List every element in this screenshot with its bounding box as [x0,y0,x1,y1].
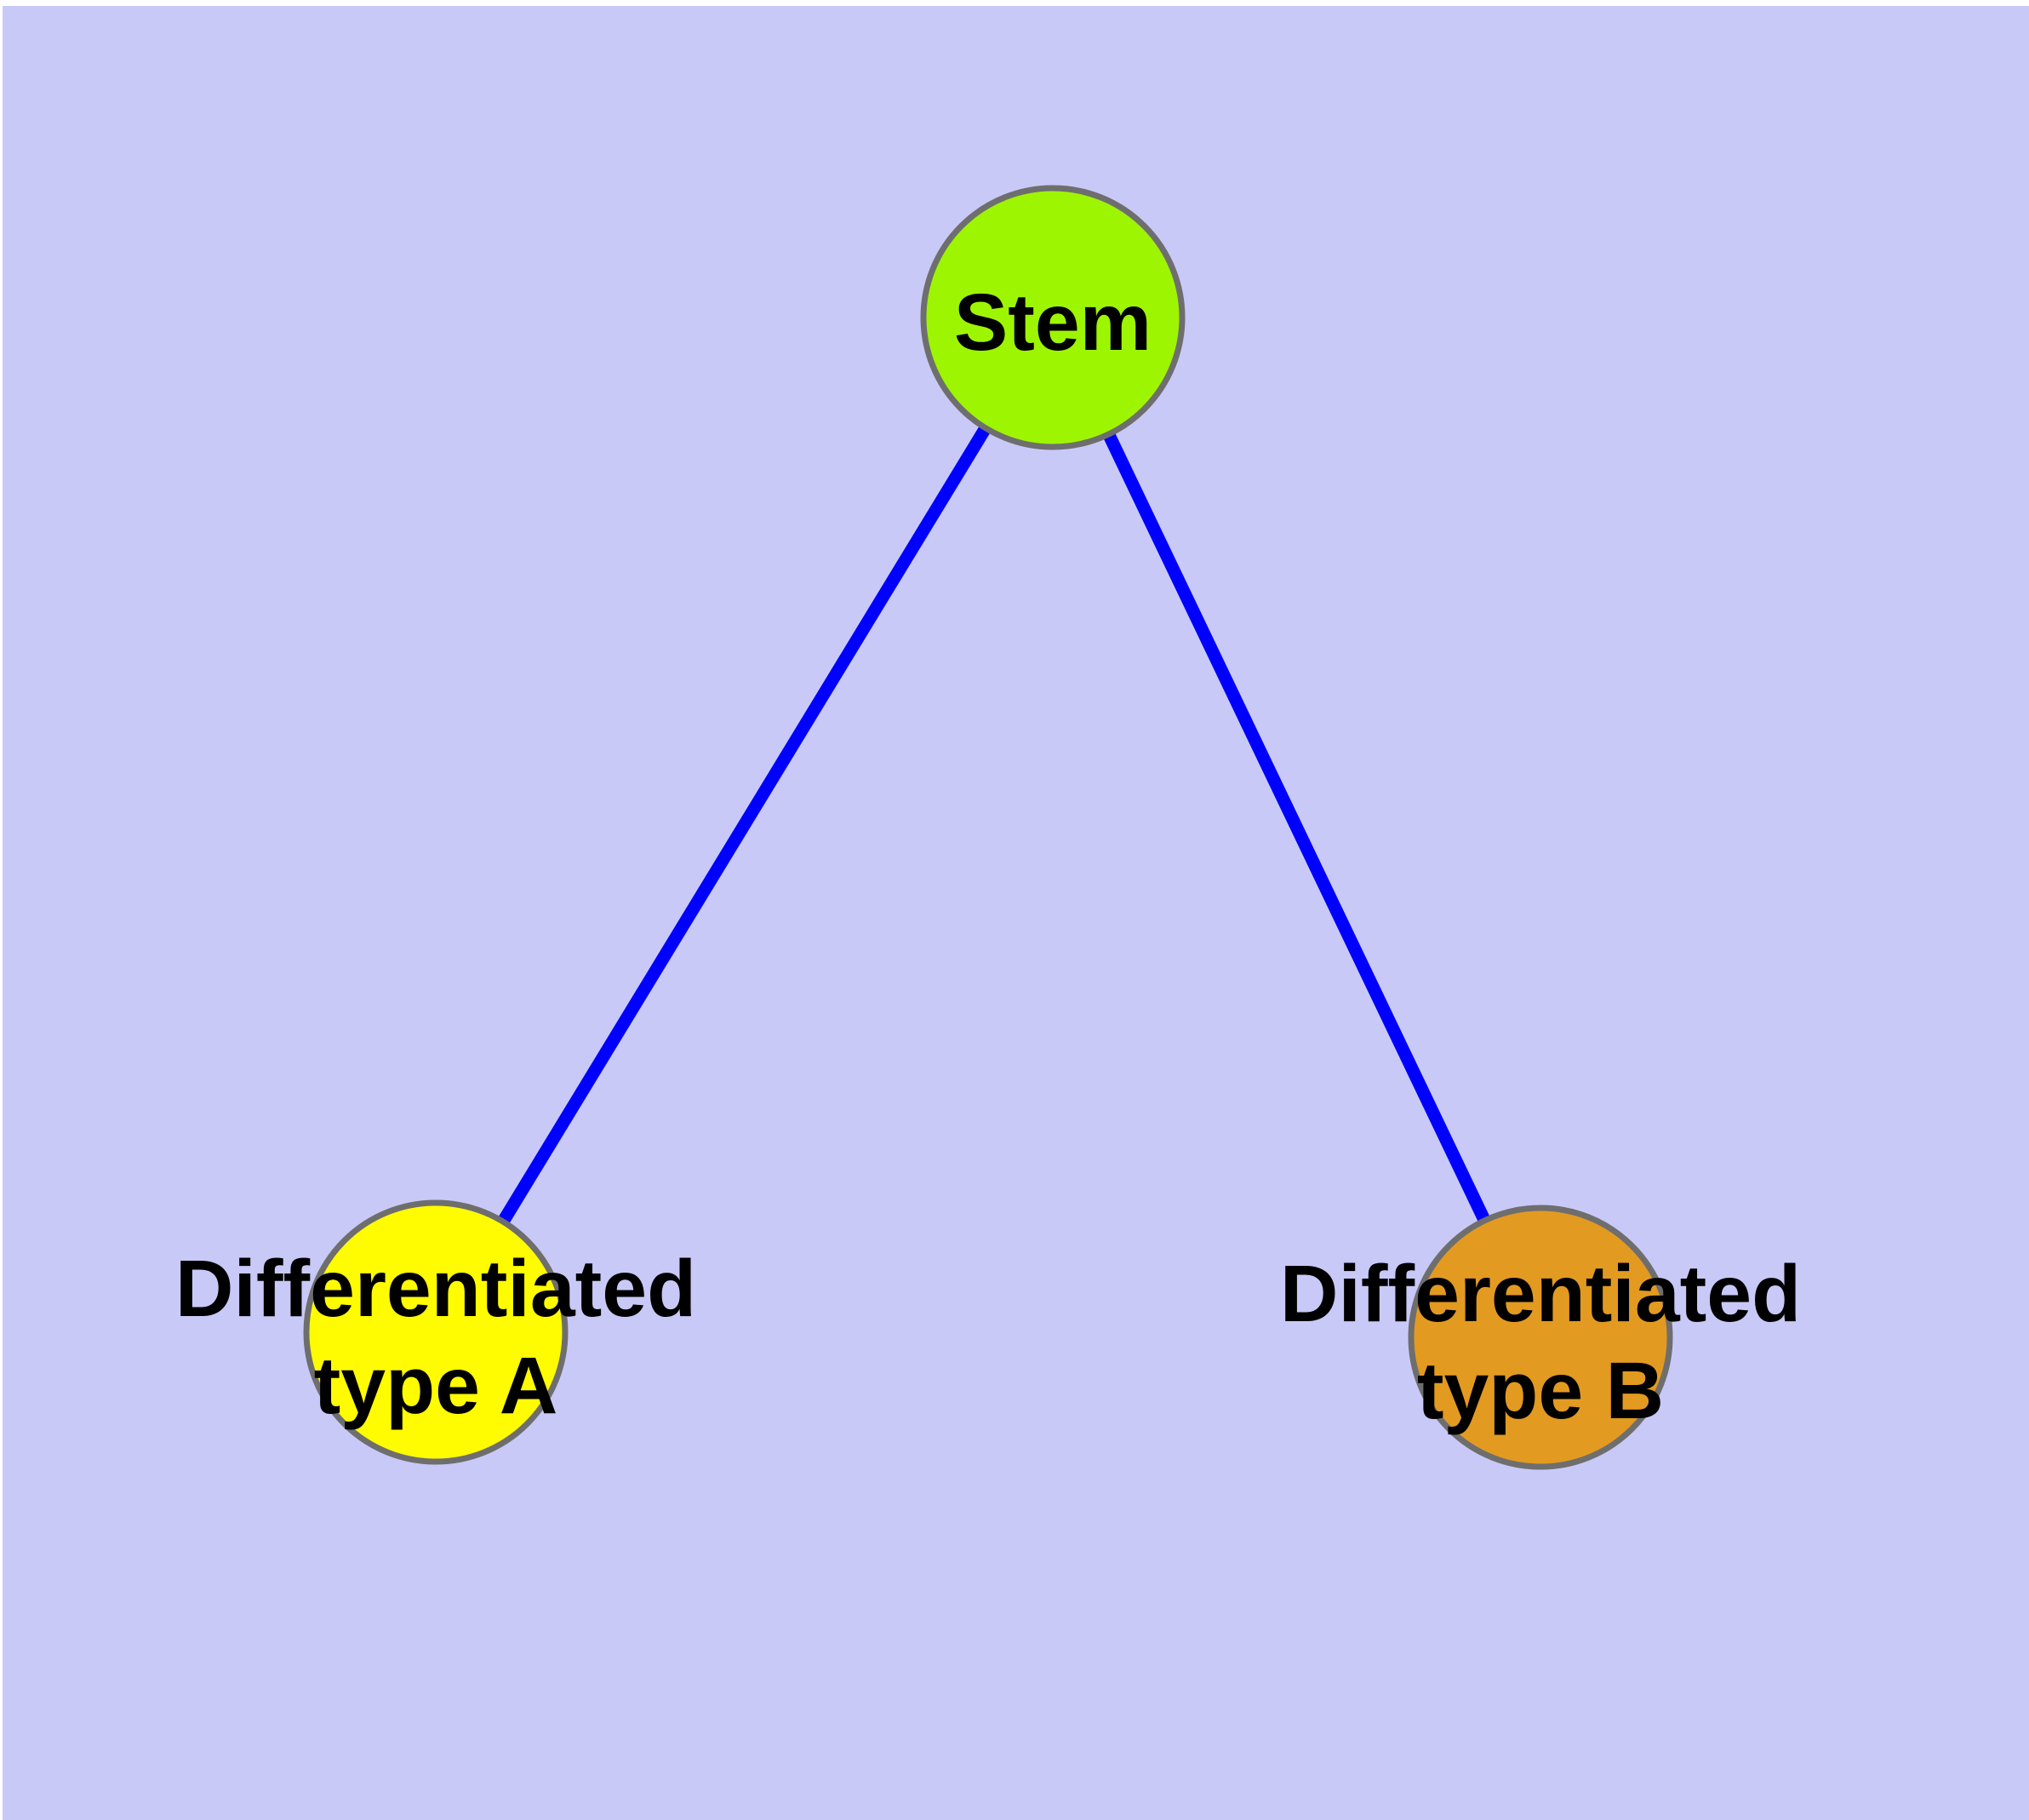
node-stem-label: Stem [954,278,1152,368]
node-stem-label-line-1: Stem [954,278,1152,368]
edge-stem-diff_b [1047,314,1546,1341]
edge-stem-diff_a [430,314,1059,1336]
node-diff_a-label-line-2: type A [314,1341,558,1431]
node-diff_b-label-line-1: Differentiated [1280,1249,1801,1339]
node-diff_b [1408,1205,1673,1470]
node-stem [920,185,1186,450]
node-diff_b-label-line-2: type B [1417,1346,1664,1436]
node-diff_a [303,1199,569,1465]
node-diff_a-label-line-1: Differentiated [175,1244,696,1334]
